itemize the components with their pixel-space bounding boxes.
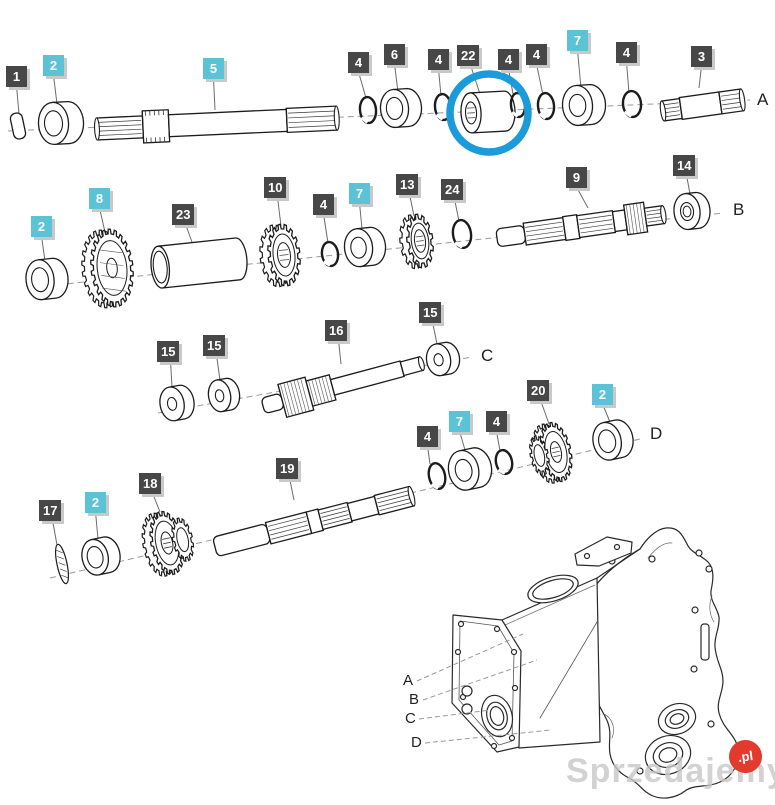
part-callout-18: 18: [139, 473, 162, 494]
part-callout-24: 24: [441, 179, 464, 200]
splined-bushing-22: [460, 90, 516, 134]
axis-letter-B: B: [733, 200, 745, 219]
part-callout-4: 4: [486, 411, 507, 432]
housing-letter-C: C: [405, 710, 416, 727]
part-callout-9: 9: [566, 167, 587, 188]
input-shaft-5: [94, 105, 340, 144]
woodruff-key-1: [9, 112, 27, 140]
gear-18: [141, 510, 195, 577]
part-callout-2: 2: [43, 55, 64, 76]
main-shaft-9: [495, 201, 667, 247]
part-callout-7: 7: [567, 30, 588, 51]
part-callout-2: 2: [85, 492, 106, 513]
cluster-gear-shaft-16: [261, 355, 425, 419]
part-callout-4: 4: [498, 49, 519, 70]
part-callout-2: 2: [31, 216, 52, 237]
axis-letter-A: A: [757, 90, 769, 109]
snap-ring-4: [320, 240, 340, 268]
snap-ring-24: [451, 218, 473, 250]
housing-letter-B: B: [409, 691, 420, 708]
part-callout-2: 2: [592, 384, 613, 405]
part-callout-22: 22: [457, 45, 480, 66]
part-callout-16: 16: [325, 320, 348, 341]
part-callout-6: 6: [384, 44, 405, 65]
counter-shaft-19: [212, 485, 416, 557]
part-callout-15: 15: [419, 302, 442, 323]
part-callout-13: 13: [396, 174, 419, 195]
seal-14: [673, 191, 711, 231]
washer-15: [159, 384, 195, 422]
snap-ring-4: [494, 448, 514, 476]
bearing-race-2: [37, 100, 85, 146]
bearing-race-2: [592, 419, 634, 461]
part-callout-4: 4: [348, 52, 369, 73]
part-callout-4: 4: [313, 194, 334, 215]
part-callout-7: 7: [349, 183, 370, 204]
part-callout-15: 15: [203, 335, 226, 356]
reverse-gear-20: [529, 421, 573, 484]
part-callout-17: 17: [39, 500, 62, 521]
gear-10: [259, 223, 301, 288]
part-callout-1: 1: [6, 66, 27, 87]
part-callout-4: 4: [616, 42, 637, 63]
part-callout-4: 4: [428, 49, 449, 70]
part-callout-7: 7: [449, 411, 470, 432]
part-callout-20: 20: [527, 380, 550, 401]
bearing-7: [447, 447, 493, 491]
gear-8: [81, 228, 134, 309]
axis-letter-D: D: [650, 424, 663, 443]
part-callout-5: 5: [203, 58, 224, 79]
bearing-7: [343, 226, 387, 268]
spacer-tube-23: [150, 237, 248, 289]
pto-stub-shaft-3: [659, 88, 746, 122]
snap-ring-4: [358, 95, 378, 125]
part-callout-4: 4: [526, 44, 547, 65]
part-callout-10: 10: [264, 177, 287, 198]
part-callout-19: 19: [276, 458, 299, 479]
gearbox-housing-drawing: [451, 527, 739, 799]
housing-letter-D: D: [411, 734, 422, 751]
washer-15: [207, 377, 241, 413]
shim-17: [54, 543, 70, 585]
bearing-race-2: [81, 536, 121, 576]
part-callout-3: 3: [691, 46, 712, 67]
highlight-circle: [446, 70, 532, 156]
part-callout-8: 8: [89, 188, 110, 209]
part-callout-14: 14: [673, 155, 696, 176]
snap-ring-4: [621, 89, 643, 119]
snap-ring-4: [427, 461, 447, 491]
part-callout-4: 4: [417, 426, 438, 447]
bearing-6: [379, 87, 423, 129]
bearing-7: [561, 83, 607, 127]
bearing-race-2: [25, 257, 69, 301]
snap-ring-4: [536, 91, 556, 121]
gear-13: [399, 213, 434, 270]
washer-15: [425, 341, 461, 377]
axis-letter-C: C: [481, 346, 494, 365]
housing-letter-A: A: [403, 672, 414, 689]
part-callout-23: 23: [172, 204, 195, 225]
part-callout-15: 15: [157, 341, 180, 362]
